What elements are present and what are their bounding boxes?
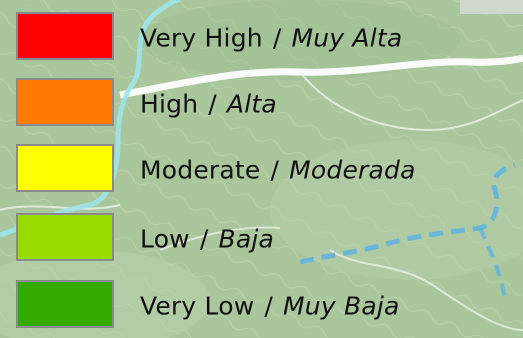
legend-swatch-moderate [16, 144, 114, 192]
stream [478, 227, 507, 301]
legend-item-high: High / Alta [16, 78, 516, 130]
legend-label-en: Very High [140, 23, 263, 53]
main-road [119, 54, 523, 99]
legend-label-es: Moderada [289, 155, 416, 185]
legend-label-sep: / [199, 224, 209, 254]
legend-item-moderate: Moderate / Moderada [16, 144, 516, 196]
secondary-road [329, 249, 523, 331]
legend-label-en: Moderate [140, 155, 261, 185]
legend-item-very-low: Very Low / Muy Baja [16, 280, 516, 332]
hillshade-patch [270, 140, 523, 280]
legend-swatch-very-low [16, 280, 114, 328]
legend-swatch-low [16, 213, 114, 261]
legend-label-es: Baja [218, 224, 275, 254]
legend-label-high: High / Alta [140, 90, 277, 119]
legend-label-es: Muy Baja [283, 291, 400, 321]
secondary-road [159, 226, 281, 251]
legend-label-low: Low / Baja [140, 225, 274, 254]
legend-label-en: Low [140, 224, 190, 254]
legend-label-sep: / [270, 155, 280, 185]
legend-label-en: Very Low [140, 291, 255, 321]
legend-label-es: Muy Alta [291, 23, 403, 53]
legend-label-sep: / [208, 89, 217, 119]
map-inset-corner [460, 0, 523, 14]
hillshade-patch [140, 0, 460, 80]
legend-label-en: High [140, 89, 199, 119]
legend-label-sep: / [272, 23, 282, 53]
secondary-road [299, 71, 523, 132]
legend-label-very-low: Very Low / Muy Baja [140, 292, 400, 321]
legend-label-very-high: Very High / Muy Alta [140, 24, 402, 53]
legend-label-moderate: Moderate / Moderada [140, 156, 416, 185]
legend-label-es: Alta [226, 89, 277, 119]
legend-item-low: Low / Baja [16, 213, 516, 265]
river [0, 0, 181, 238]
legend-item-very-high: Very High / Muy Alta [16, 12, 516, 64]
legend-swatch-high [16, 78, 114, 126]
legend-swatch-very-high [16, 12, 114, 60]
legend-label-sep: / [264, 291, 274, 321]
secondary-road [0, 204, 121, 211]
